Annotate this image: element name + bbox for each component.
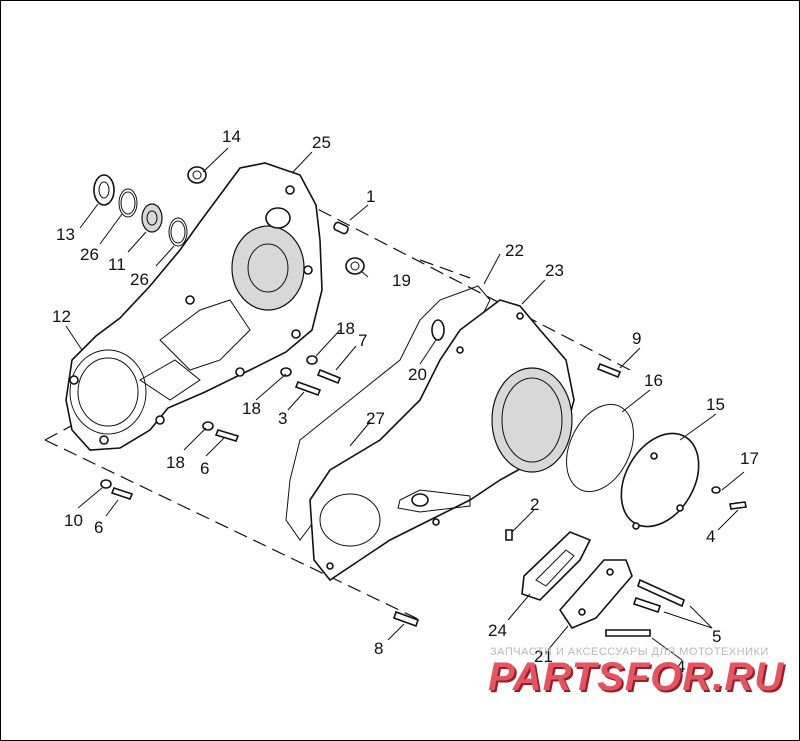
callout-24: 24	[488, 621, 507, 640]
screw-3	[294, 380, 322, 397]
washer-18b	[280, 367, 292, 377]
callout-18b: 18	[242, 399, 261, 418]
callout-16: 16	[644, 371, 663, 390]
callout-27: 27	[366, 409, 385, 428]
inspection-cover-21	[558, 559, 633, 629]
callout-6b: 6	[94, 518, 103, 537]
dowel-1	[333, 221, 349, 235]
callout-17: 17	[740, 449, 759, 468]
callout-15: 15	[706, 395, 725, 414]
screw-8	[392, 610, 420, 628]
outer-primary-cover	[309, 299, 575, 582]
screw-4a	[729, 501, 747, 510]
callout-10: 10	[64, 511, 83, 530]
callout-21: 21	[534, 647, 553, 666]
callout-19: 19	[392, 271, 411, 290]
callout-13: 13	[56, 225, 75, 244]
washer-17	[711, 486, 721, 494]
callout-25: 25	[312, 133, 331, 152]
inner-primary-housing	[65, 162, 323, 451]
watermark-tagline: ЗАПЧАСТИ И АКСЕССУАРЫ ДЛЯ МОТОТЕХНИКИ	[490, 646, 769, 658]
screws-5	[632, 578, 685, 614]
screw-6b	[110, 487, 134, 500]
callout-14: 14	[222, 127, 241, 146]
retaining-ring-26a	[118, 188, 138, 218]
callout-26a: 26	[80, 245, 99, 264]
callout-18c: 18	[166, 453, 185, 472]
screw-4b	[605, 629, 651, 637]
leader-lines	[65, 147, 745, 661]
washer-18a	[306, 355, 318, 365]
callout-23: 23	[545, 261, 564, 280]
callout-7: 7	[358, 331, 367, 350]
bearing-11	[141, 203, 163, 233]
callout-9: 9	[632, 329, 641, 348]
gasket-16	[566, 403, 634, 493]
callout-18a: 18	[336, 319, 355, 338]
callout-20: 20	[408, 365, 427, 384]
callout-11: 11	[108, 255, 126, 274]
callout-8: 8	[374, 639, 383, 658]
callout-1: 1	[366, 187, 375, 206]
seal-19	[345, 257, 365, 275]
screw-9	[596, 362, 622, 379]
callout-4a: 4	[706, 527, 715, 546]
screw-7	[316, 368, 342, 385]
screw-2	[505, 529, 513, 541]
retaining-ring-26b	[168, 217, 188, 247]
callout-26b: 26	[130, 270, 149, 289]
seal-14	[187, 166, 207, 184]
callout-22: 22	[505, 241, 524, 260]
derby-cover-15	[620, 432, 700, 530]
seal-13	[93, 174, 115, 206]
callout-12: 12	[52, 307, 71, 326]
watermark-brand-logo: PARTSFOR.RU	[488, 655, 785, 699]
inspection-gasket-24	[521, 531, 592, 601]
washer-10	[100, 479, 112, 489]
callout-2: 2	[530, 495, 539, 514]
callout-4b: 4	[676, 657, 685, 676]
screw-6a	[214, 429, 240, 442]
callout-5: 5	[712, 627, 721, 646]
callout-6a: 6	[200, 459, 209, 478]
callout-3: 3	[278, 409, 287, 428]
callout-labels: 1 2 3 4 4 5 6 6 7 8 9 10 11 12 13 14 15 …	[52, 127, 759, 676]
